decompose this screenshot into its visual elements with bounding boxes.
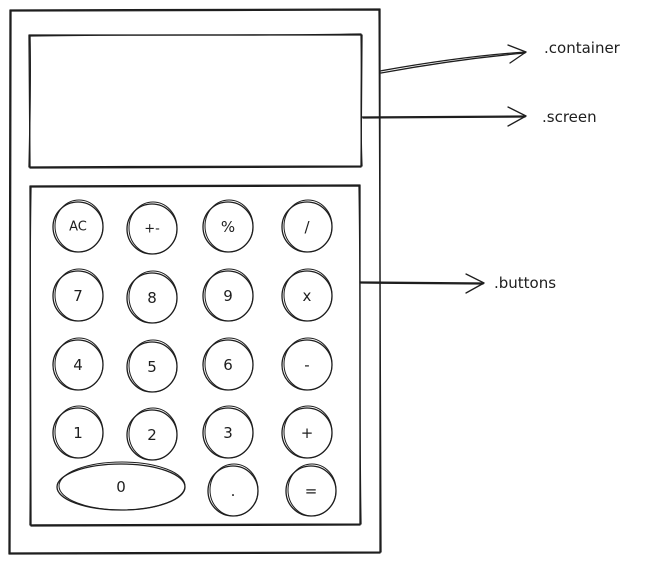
key-plus-label: + — [301, 424, 314, 442]
key-7-outline-stroke — [54, 268, 104, 322]
key-ac-label: AC — [69, 220, 87, 235]
key-ac-outline-stroke — [54, 199, 104, 253]
buttons-panel — [29, 184, 362, 527]
key-plus-button[interactable]: + — [281, 405, 333, 459]
key-0-label: 0 — [116, 478, 126, 496]
container-label: .container — [544, 39, 620, 57]
key-2-label: 2 — [147, 426, 157, 444]
key-ac-button[interactable]: AC — [52, 199, 104, 253]
key-decimal-outline-stroke — [209, 463, 259, 517]
key-multiply-outline-stroke — [283, 268, 333, 322]
key-minus-outline-stroke — [283, 337, 333, 391]
key-5-label: 5 — [147, 358, 157, 376]
key-9-button[interactable]: 9 — [202, 268, 254, 322]
buttons-arrow — [359, 273, 485, 294]
screen-label: .screen — [542, 108, 597, 126]
key-2-outline-stroke — [128, 407, 178, 461]
key-5-outline-stroke — [128, 339, 178, 393]
key-plus-minus-label: +- — [144, 222, 160, 237]
keypad: AC +-% / 7 8 9 x 4 5 6 - 1 2 3 +0. = — [52, 199, 337, 517]
key-multiply-label: x — [303, 287, 312, 305]
key-6-outline-stroke — [204, 337, 254, 391]
key-4-label: 4 — [73, 356, 83, 374]
key-decimal-button[interactable]: . — [207, 463, 259, 517]
calculator-screen — [28, 33, 363, 169]
key-4-button[interactable]: 4 — [52, 337, 104, 391]
key-percent-outline-stroke — [204, 199, 254, 253]
key-equals-button[interactable]: = — [285, 463, 337, 517]
key-3-outline-stroke — [204, 405, 254, 459]
key-1-outline-stroke — [54, 405, 104, 459]
key-equals-outline-stroke — [287, 463, 337, 517]
key-8-label: 8 — [147, 289, 157, 307]
key-0-button[interactable]: 0 — [56, 461, 186, 511]
key-plus-minus-outline-stroke — [128, 201, 178, 255]
key-5-button[interactable]: 5 — [126, 339, 178, 393]
key-multiply-button[interactable]: x — [281, 268, 333, 322]
key-0-outline-stroke — [58, 461, 186, 511]
screen-arrow — [361, 106, 527, 127]
key-divide-outline-stroke — [283, 199, 333, 253]
key-7-label: 7 — [73, 287, 83, 305]
key-percent-button[interactable]: % — [202, 199, 254, 253]
key-3-label: 3 — [223, 424, 233, 442]
key-9-outline-stroke — [204, 268, 254, 322]
calculator-container — [8, 8, 382, 555]
key-plus-minus-button[interactable]: +- — [126, 201, 178, 255]
key-7-button[interactable]: 7 — [52, 268, 104, 322]
key-3-button[interactable]: 3 — [202, 405, 254, 459]
key-4-outline-stroke — [54, 337, 104, 391]
buttons-label: .buttons — [494, 274, 557, 292]
key-decimal-label: . — [231, 482, 236, 500]
key-equals-label: = — [305, 482, 318, 500]
key-minus-button[interactable]: - — [281, 337, 333, 391]
key-6-label: 6 — [223, 356, 233, 374]
key-plus-outline-stroke — [283, 405, 333, 459]
key-percent-label: % — [221, 218, 235, 236]
key-8-outline-stroke — [128, 270, 178, 324]
key-divide-label: / — [304, 218, 310, 236]
key-6-button[interactable]: 6 — [202, 337, 254, 391]
key-2-button[interactable]: 2 — [126, 407, 178, 461]
key-1-label: 1 — [73, 424, 83, 442]
key-divide-button[interactable]: / — [281, 199, 333, 253]
key-9-label: 9 — [223, 287, 233, 305]
container-arrow — [379, 44, 527, 74]
key-1-button[interactable]: 1 — [52, 405, 104, 459]
key-8-button[interactable]: 8 — [126, 270, 178, 324]
key-minus-label: - — [304, 356, 309, 374]
